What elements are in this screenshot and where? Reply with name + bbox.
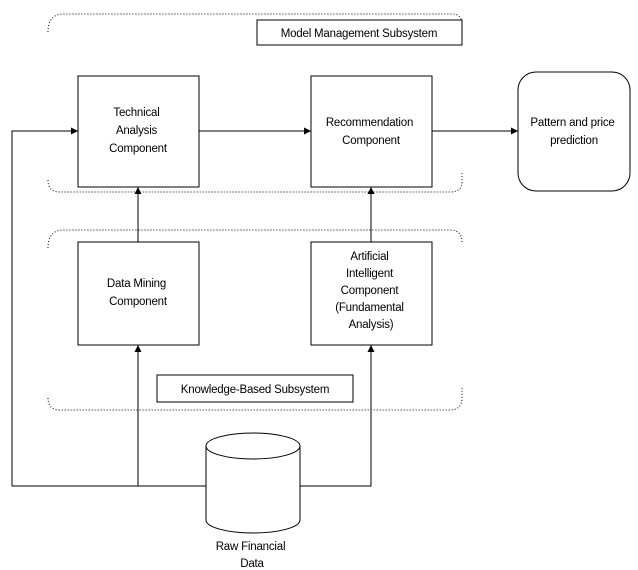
ai-component-label: Artificial Intelligent Component (Fundam…	[335, 251, 407, 331]
data-mining-line-1: Data Mining	[107, 278, 166, 290]
prediction-label: Pattern and price prediction	[530, 117, 617, 147]
knowledge-subsystem-boundary	[47, 229, 463, 411]
feed-line-left	[11, 127, 208, 487]
knowledge-subsystem-label-box	[156, 374, 354, 403]
data-mining-line-2: Component	[109, 296, 168, 308]
prediction-line-1: Pattern and price	[530, 117, 614, 129]
technical-analysis-line-2: Analysis	[116, 125, 158, 137]
data-mining-box	[77, 241, 200, 346]
ai-component-line-2: Intelligent	[346, 268, 394, 280]
technical-analysis-box	[77, 75, 200, 188]
data-mining-label: Data Mining Component	[107, 278, 169, 308]
recommendation-box	[310, 75, 433, 188]
model-subsystem-label-box	[256, 19, 463, 46]
ai-component-line-3: Component	[341, 285, 400, 297]
feed-line-to-ai	[298, 345, 375, 487]
technical-analysis-line-1: Technical	[113, 107, 159, 119]
database-icon	[205, 432, 301, 534]
recommendation-label: Recommendation Component	[326, 117, 416, 147]
recommendation-line-1: Recommendation	[326, 117, 413, 129]
model-subsystem-label: Model Management Subsystem	[281, 28, 438, 40]
technical-analysis-line-3: Component	[109, 143, 168, 155]
prediction-box	[517, 71, 631, 192]
recommendation-line-2: Component	[342, 135, 401, 147]
raw-data-line-2: Data	[240, 558, 264, 570]
prediction-line-2: prediction	[550, 135, 598, 147]
ai-component-line-5: Analysis)	[349, 319, 394, 331]
ai-component-line-4: (Fundamental	[335, 302, 404, 314]
ai-component-line-1: Artificial	[350, 251, 388, 263]
raw-data-line-1: Raw Financial	[216, 541, 286, 553]
ai-component-box	[310, 241, 433, 346]
raw-data-label: Raw Financial Data	[216, 541, 289, 570]
model-subsystem-boundary	[47, 13, 463, 193]
knowledge-subsystem-label: Knowledge-Based Subsystem	[181, 384, 329, 396]
technical-analysis-label: Technical Analysis Component	[109, 107, 168, 155]
